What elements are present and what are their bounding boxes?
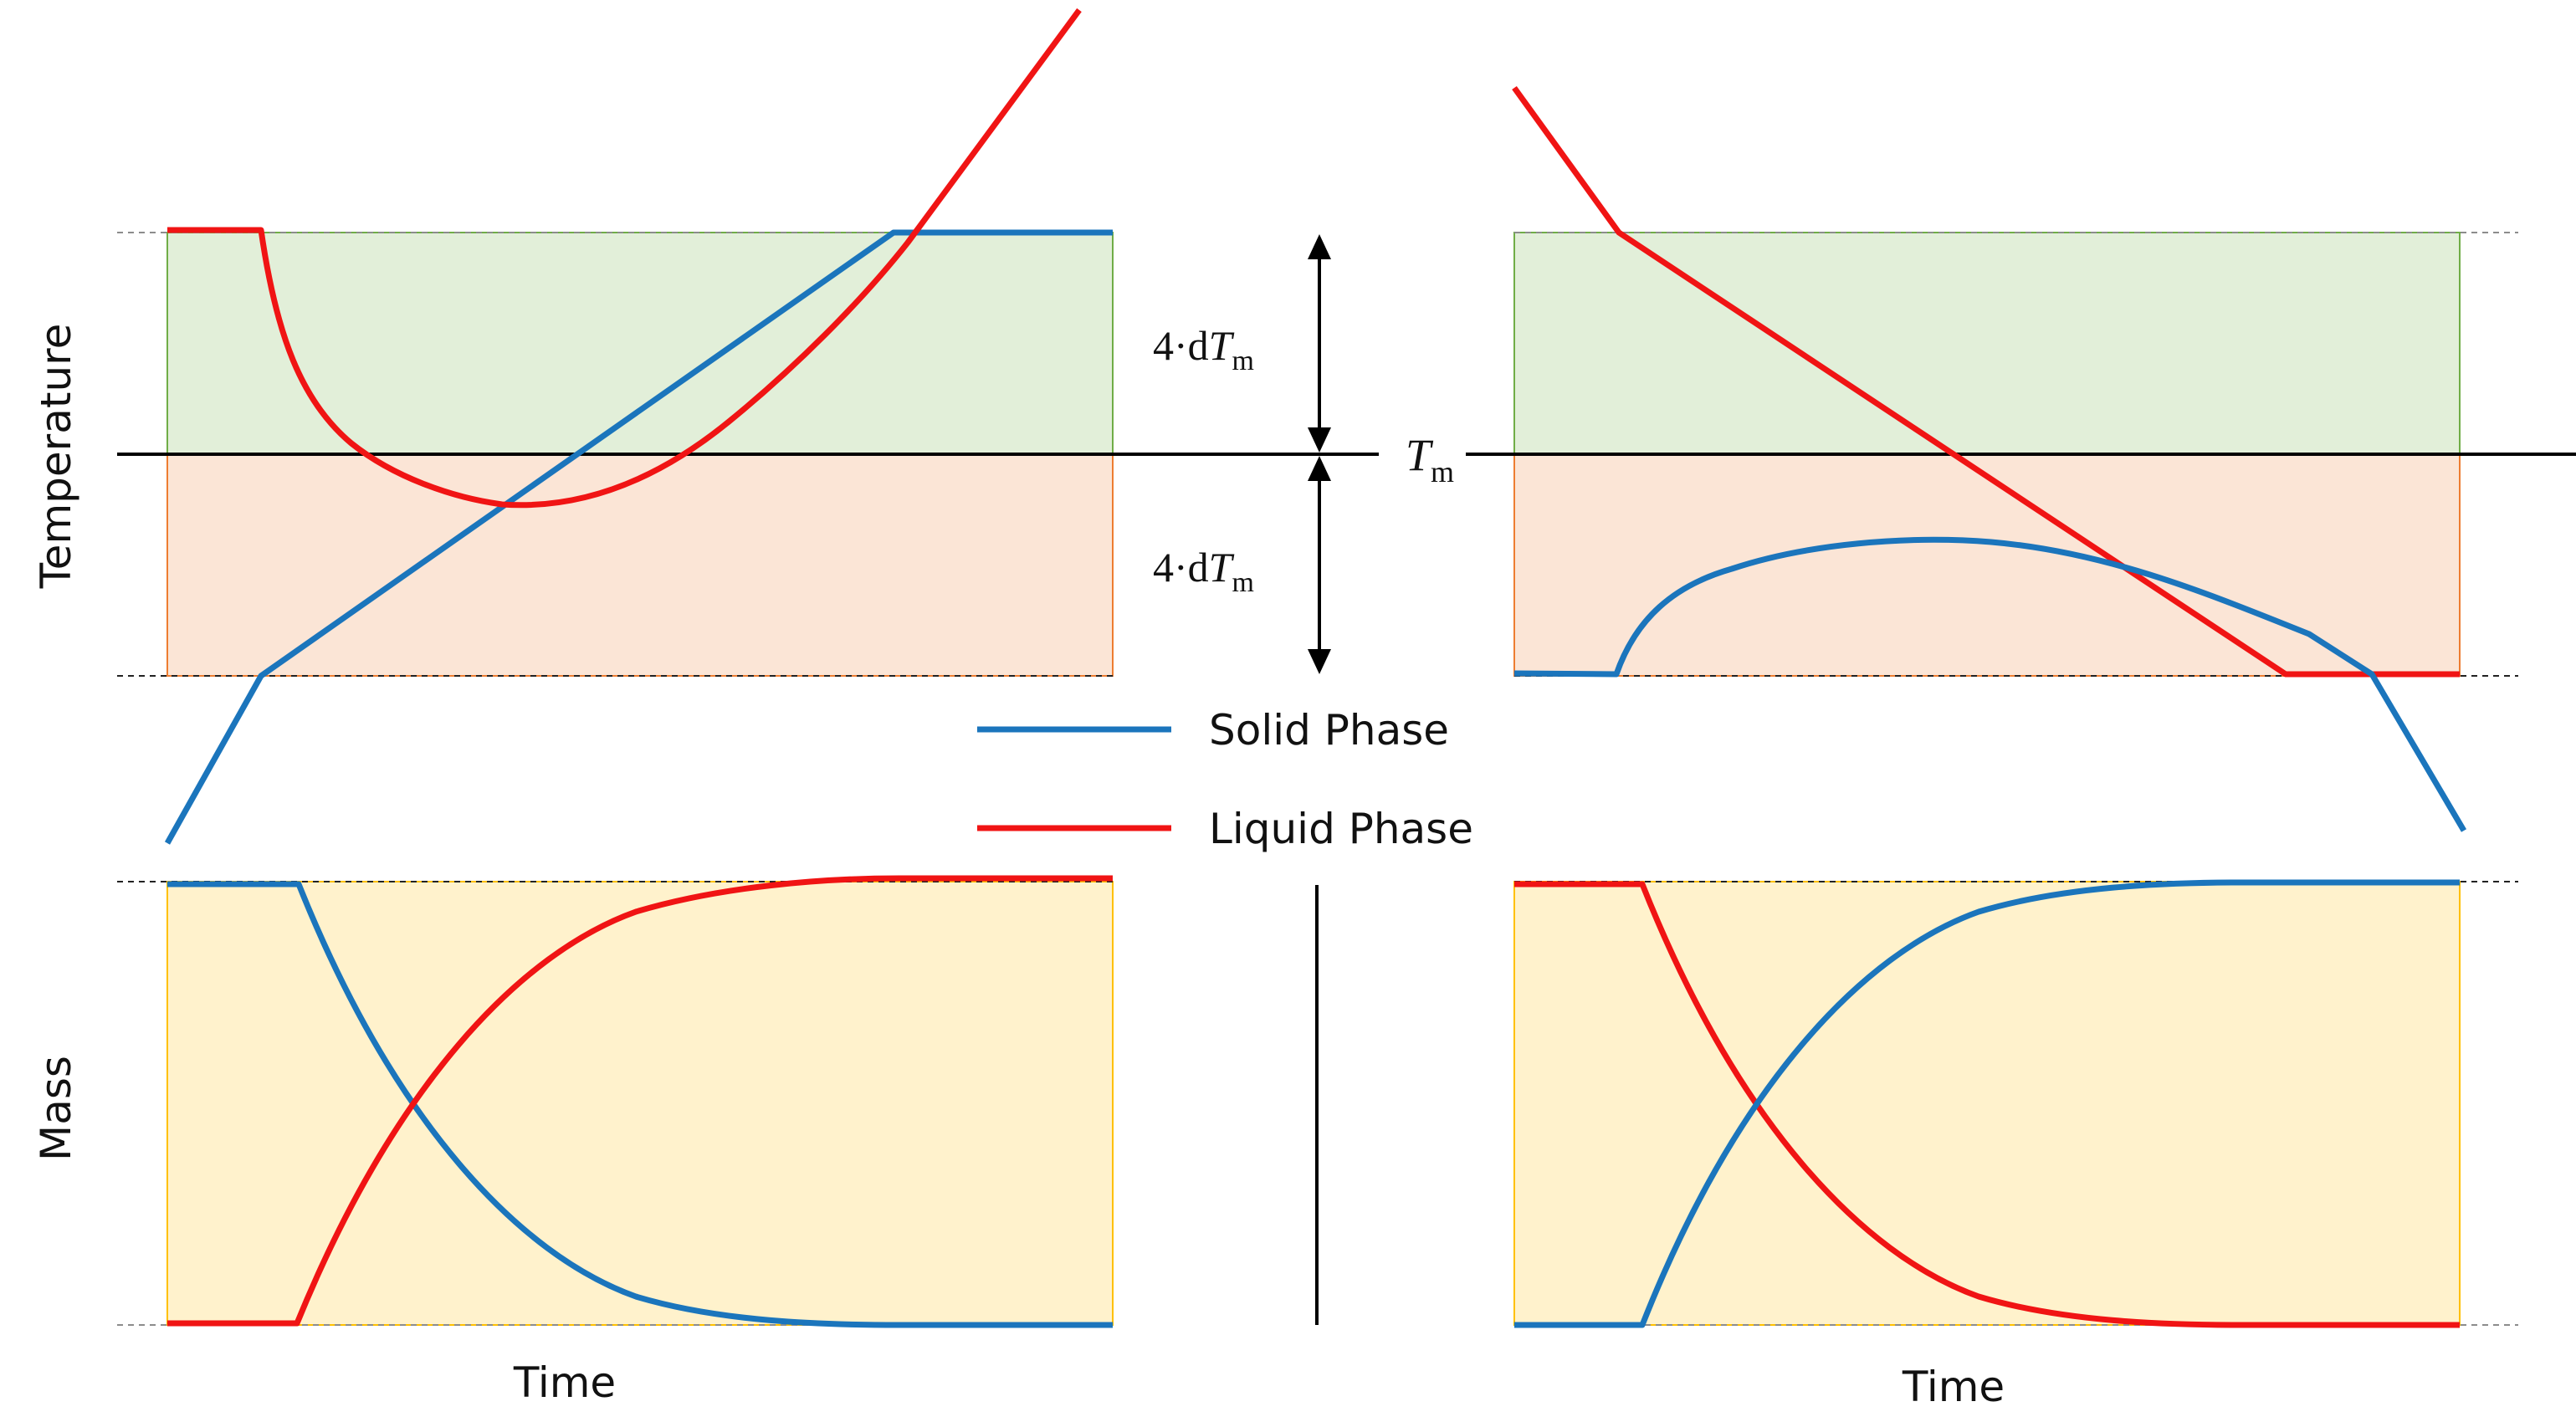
band-label-lower-var: T — [1209, 544, 1235, 591]
legend: Solid Phase Liquid Phase — [977, 706, 1473, 853]
solid-temperature-curve-right — [1513, 536, 2467, 832]
temperature-curves-right — [1512, 85, 2467, 832]
arrow-upper-head-bottom — [1308, 427, 1331, 453]
legend-liquid-label: Liquid Phase — [1209, 805, 1473, 853]
y-axis-label-mass: Mass — [32, 1056, 80, 1161]
arrow-upper-head-top — [1308, 234, 1331, 259]
band-label-lower-prefix: 4·d — [1153, 544, 1209, 591]
temperature-curves-left — [164, 8, 1113, 845]
arrow-lower-head-top — [1308, 456, 1331, 481]
lower-band-left — [166, 453, 1114, 677]
liquid-mass-curve-left — [167, 875, 1113, 1327]
lower-band-right — [1513, 453, 2461, 677]
mass-curves-right — [1514, 879, 2460, 1328]
upper-band-right — [1513, 232, 2461, 455]
liquid-temperature-curve-left — [167, 8, 1082, 509]
melting-temperature-label: Tm — [1406, 430, 1454, 488]
arrow-lower-head-bottom — [1308, 649, 1331, 674]
band-label-upper-sub: m — [1232, 345, 1253, 376]
band-label-lower-sub: m — [1232, 567, 1253, 598]
solid-temperature-curve-left — [164, 229, 1113, 845]
y-axis-label-temperature: Temperature — [32, 324, 80, 590]
x-axis-label-time-right: Time — [1902, 1363, 2005, 1411]
band-arrows — [1308, 234, 1331, 674]
mass-area-left — [166, 881, 1114, 1326]
mass-backgrounds — [166, 881, 2461, 1326]
mass-area-right — [1513, 881, 2461, 1326]
legend-solid-label: Solid Phase — [1209, 706, 1449, 754]
band-label-upper-var: T — [1209, 322, 1235, 369]
liquid-mass-curve-right — [1514, 881, 2460, 1328]
x-axis-label-time-left: Time — [513, 1358, 616, 1407]
melting-temperature-var: T — [1406, 430, 1434, 480]
band-label-upper-prefix: 4·d — [1153, 322, 1209, 369]
band-label-upper: 4·dTm — [1153, 322, 1254, 376]
upper-band-left — [166, 232, 1114, 455]
solid-mass-curve-left — [167, 881, 1113, 1328]
band-label-lower: 4·dTm — [1153, 544, 1254, 598]
solid-mass-curve-right — [1514, 879, 2460, 1328]
melting-temperature-sub: m — [1431, 455, 1454, 488]
mass-curves-left — [167, 875, 1113, 1328]
